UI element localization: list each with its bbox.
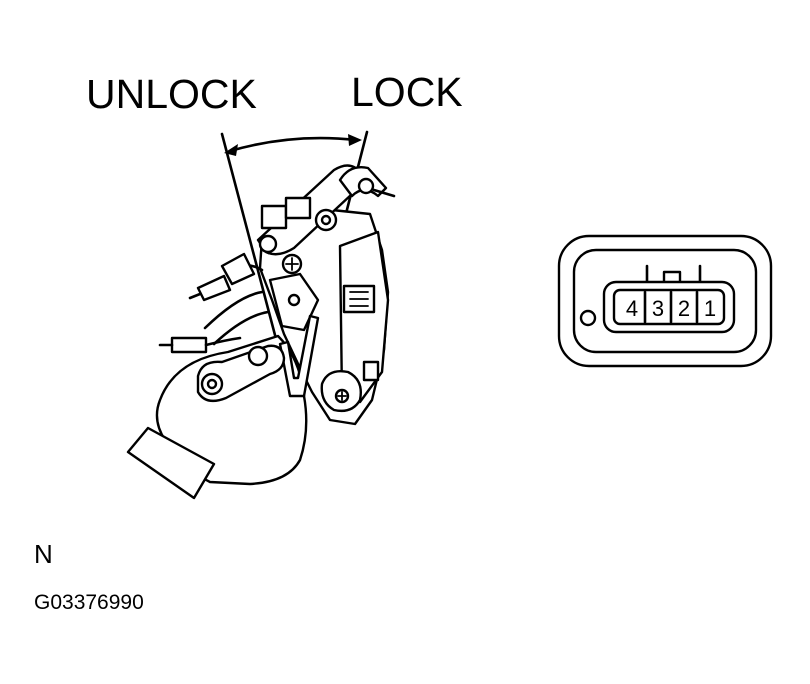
pin-2-number: 2 <box>678 296 690 321</box>
view-label: N <box>34 539 53 569</box>
connector-mounting-hole <box>579 309 597 327</box>
pin-1-number: 1 <box>704 296 716 321</box>
wire-plug-upper <box>196 274 232 302</box>
cable-sheath-upper <box>203 290 264 330</box>
unlock-arrowhead <box>224 144 238 156</box>
wire-lower <box>204 336 242 347</box>
lock-label: LOCK <box>351 69 463 115</box>
side-tab <box>362 360 380 382</box>
top-connector-block <box>260 204 288 230</box>
figure-id-label: G03376990 <box>34 591 144 614</box>
connector-front-view: 4 3 2 1 <box>557 234 773 368</box>
pin-3-number: 3 <box>652 296 664 321</box>
v-linkage <box>278 314 320 398</box>
pin-4-number: 4 <box>626 296 638 321</box>
cable-sheath-lower <box>212 310 270 346</box>
rotation-arc <box>228 136 358 153</box>
unlock-label: UNLOCK <box>86 71 257 117</box>
cable-boot <box>126 426 216 500</box>
lever-pivot <box>258 234 278 254</box>
wire-plug-lower <box>170 336 208 354</box>
wire-connector-upper <box>220 252 256 286</box>
top-rod <box>372 188 396 198</box>
door-lock-assembly <box>126 164 396 500</box>
lock-arrowhead <box>348 134 362 146</box>
